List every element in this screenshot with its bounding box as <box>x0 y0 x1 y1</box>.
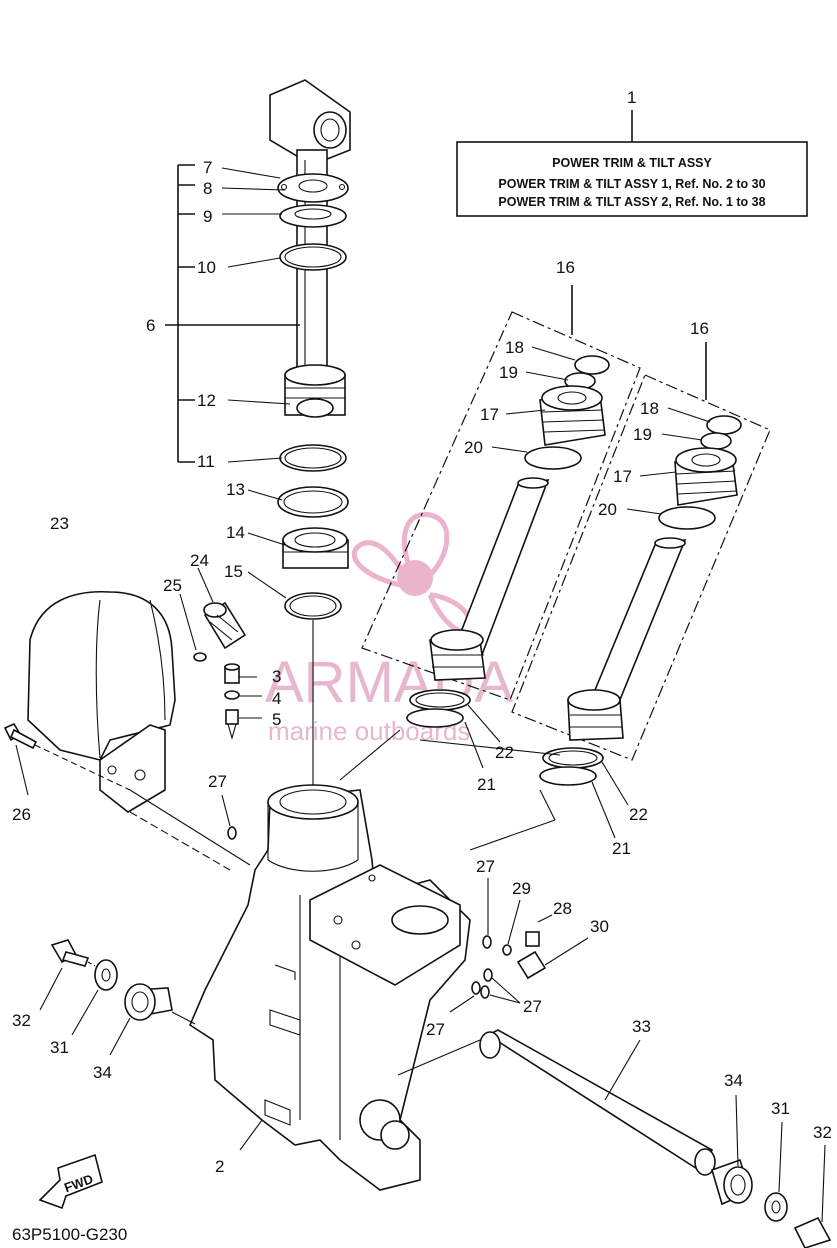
ref-23: 23 <box>50 514 69 533</box>
ref-34-b: 34 <box>724 1071 743 1090</box>
ref-30: 30 <box>590 917 609 936</box>
bolt-26 <box>3 722 251 866</box>
ref-31-a: 31 <box>50 1038 69 1057</box>
ref-3: 3 <box>272 667 281 686</box>
ref-25: 25 <box>163 576 182 595</box>
tilt-cylinder-rod <box>269 79 351 391</box>
ref-33: 33 <box>632 1017 651 1036</box>
ref-32-a: 32 <box>12 1011 31 1030</box>
bushing-washer-bolt-right <box>711 1094 832 1248</box>
ref-21-b: 21 <box>612 839 631 858</box>
bushing-washer-bolt-left <box>39 939 196 1056</box>
propeller-logo-icon <box>351 511 473 635</box>
small-parts-24-25-3-4-5 <box>179 567 262 741</box>
o-rings-21-22-right <box>539 747 604 786</box>
main-housing-2 <box>188 784 471 1191</box>
ref-27-b: 27 <box>476 857 495 876</box>
fwd-arrow-icon: FWD <box>38 1153 103 1210</box>
ref-18-a: 18 <box>505 338 524 357</box>
ref-20-a: 20 <box>464 438 483 457</box>
o-rings-21-22-left <box>406 689 471 728</box>
ref-5: 5 <box>272 710 281 729</box>
ref-11: 11 <box>197 452 215 471</box>
ref-18-b: 18 <box>640 399 659 418</box>
ref-15: 15 <box>224 562 243 581</box>
group-bracket-6 <box>165 164 300 599</box>
ref-19-a: 19 <box>499 363 518 382</box>
assy-title-box: POWER TRIM & TILT ASSY POWER TRIM & TILT… <box>456 110 808 217</box>
trim-cylinder-left <box>361 285 641 701</box>
o-rings-column <box>277 444 349 620</box>
ref-32-b: 32 <box>813 1123 832 1142</box>
seal-stack-upper <box>277 173 349 271</box>
ref-7: 7 <box>203 158 212 177</box>
ref-31-b: 31 <box>771 1099 790 1118</box>
ref-9: 9 <box>203 207 212 226</box>
ref-34-a: 34 <box>93 1063 112 1082</box>
ref-29: 29 <box>512 879 531 898</box>
ref-13: 13 <box>226 480 245 499</box>
trim-leaders <box>464 346 711 839</box>
ref-2: 2 <box>215 1157 224 1176</box>
ref-28: 28 <box>553 899 572 918</box>
ref-17-b: 17 <box>613 467 632 486</box>
ref-12: 12 <box>197 391 216 410</box>
ref-16-a: 16 <box>556 258 575 277</box>
pins-27-28-29-30 <box>221 794 589 1013</box>
trim-cylinder-right <box>511 342 771 761</box>
title-line-3: POWER TRIM & TILT ASSY 2, Ref. No. 1 to … <box>498 195 765 209</box>
title-line-1: POWER TRIM & TILT ASSY <box>552 156 712 170</box>
ref-22-a: 22 <box>495 743 514 762</box>
diagram-code: 63P5100-G230 <box>12 1225 127 1244</box>
ref-16-b: 16 <box>690 319 709 338</box>
ref-1: 1 <box>627 88 636 107</box>
ref-8: 8 <box>203 179 212 198</box>
ref-24: 24 <box>190 551 209 570</box>
ref-27-c: 27 <box>523 997 542 1016</box>
ref-22-b: 22 <box>629 805 648 824</box>
ref-17-a: 17 <box>480 405 499 424</box>
ref-27-d: 27 <box>426 1020 445 1039</box>
tilt-shaft-33 <box>397 1029 716 1176</box>
ref-21-a: 21 <box>477 775 496 794</box>
title-line-2: POWER TRIM & TILT ASSY 1, Ref. No. 2 to … <box>498 177 765 191</box>
reference-numbers: 1 7 8 9 10 6 12 11 13 14 15 23 24 25 3 4… <box>12 88 832 1176</box>
ref-4: 4 <box>272 689 281 708</box>
ref-19-b: 19 <box>633 425 652 444</box>
piston-12 <box>284 364 346 418</box>
ref-14: 14 <box>226 523 245 542</box>
ref-10: 10 <box>197 258 216 277</box>
anode-cover-23 <box>27 590 176 813</box>
ref-27-a: 27 <box>208 772 227 791</box>
assembly-axis-lines <box>129 729 561 871</box>
ref-26: 26 <box>12 805 31 824</box>
ref-6: 6 <box>146 316 155 335</box>
ref-20-b: 20 <box>598 500 617 519</box>
